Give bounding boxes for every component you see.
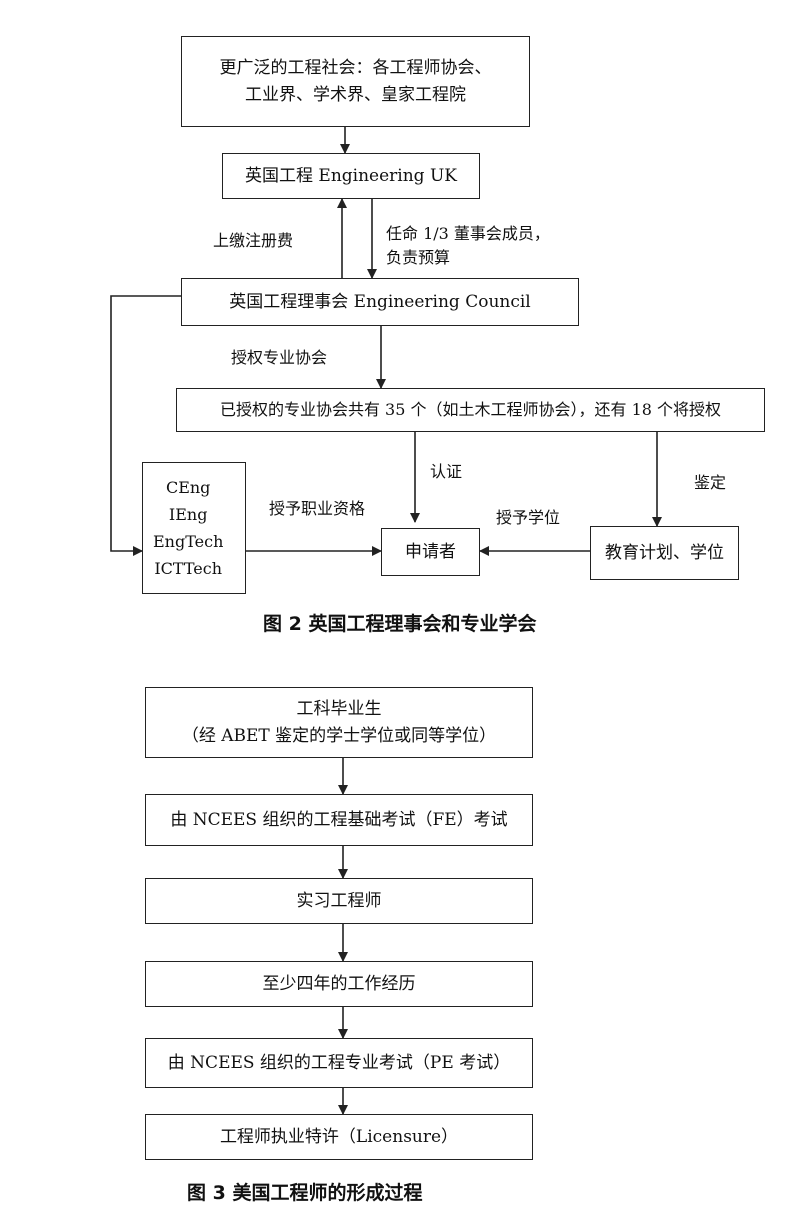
step-experience-label: 至少四年的工作经历 bbox=[262, 973, 416, 994]
step-licensure-box: 工程师执业特许（Licensure） bbox=[145, 1114, 533, 1160]
arrow-council-to-titles bbox=[110, 295, 181, 556]
appoint-label-line2: 负责预算 bbox=[386, 248, 451, 267]
wider-community-box: 更广泛的工程社会：各工程师协会、 工业界、学术界、皇家工程院 bbox=[181, 36, 530, 127]
engineering-uk-box: 英国工程 Engineering UK bbox=[222, 153, 480, 199]
step-graduate-box: 工科毕业生 （经 ABET 鉴定的学士学位或同等学位） bbox=[145, 687, 533, 758]
accredit-label: 鉴定 bbox=[694, 473, 727, 492]
fees-label: 上缴注册费 bbox=[213, 231, 294, 250]
step-pe-exam-label: 由 NCEES 组织的工程专业考试（PE 考试） bbox=[167, 1052, 511, 1073]
award-qualification-label: 授予职业资格 bbox=[269, 499, 366, 518]
figure3-caption: 图 3 美国工程师的形成过程 bbox=[187, 1182, 423, 1204]
figure2-caption: 图 2 英国工程理事会和专业学会 bbox=[263, 613, 537, 635]
engineering-uk-label: 英国工程 Engineering UK bbox=[245, 165, 457, 186]
license-label: 授权专业协会 bbox=[231, 348, 328, 367]
registration-titles-list: CEng IEng EngTech ICTTech bbox=[153, 474, 223, 582]
education-label: 教育计划、学位 bbox=[605, 542, 724, 563]
licensed-bodies-label: 已授权的专业协会共有 35 个（如土木工程师协会），还有 18 个将授权 bbox=[219, 399, 722, 419]
step-fe-exam-box: 由 NCEES 组织的工程基础考试（FE）考试 bbox=[145, 794, 533, 846]
wider-community-line2: 工业界、学术界、皇家工程院 bbox=[245, 84, 466, 105]
step-intern-box: 实习工程师 bbox=[145, 878, 533, 924]
appoint-label: 任命 1/3 董事会成员， 负责预算 bbox=[386, 222, 550, 270]
applicant-label: 申请者 bbox=[405, 541, 456, 562]
title-icttech: ICTTech bbox=[154, 559, 223, 578]
applicant-box: 申请者 bbox=[381, 528, 480, 576]
licensed-bodies-box: 已授权的专业协会共有 35 个（如土木工程师协会），还有 18 个将授权 bbox=[176, 388, 765, 432]
engineering-council-box: 英国工程理事会 Engineering Council bbox=[181, 278, 579, 326]
award-degree-label: 授予学位 bbox=[496, 508, 561, 527]
registration-titles-box: CEng IEng EngTech ICTTech bbox=[142, 462, 246, 594]
title-ieng: IEng bbox=[168, 505, 208, 524]
appoint-label-line1: 任命 1/3 董事会成员， bbox=[386, 224, 550, 243]
certify-label: 认证 bbox=[430, 462, 463, 481]
step-fe-exam-label: 由 NCEES 组织的工程基础考试（FE）考试 bbox=[170, 809, 508, 830]
step-experience-box: 至少四年的工作经历 bbox=[145, 961, 533, 1007]
step-graduate-line2: （经 ABET 鉴定的学士学位或同等学位） bbox=[181, 725, 497, 746]
step-intern-label: 实习工程师 bbox=[296, 890, 382, 911]
engineering-council-label: 英国工程理事会 Engineering Council bbox=[229, 291, 531, 312]
step-pe-exam-box: 由 NCEES 组织的工程专业考试（PE 考试） bbox=[145, 1038, 533, 1088]
title-engtech: EngTech bbox=[153, 532, 224, 551]
title-ceng: CEng bbox=[165, 478, 211, 497]
step-licensure-label: 工程师执业特许（Licensure） bbox=[219, 1126, 459, 1147]
education-box: 教育计划、学位 bbox=[590, 526, 739, 580]
step-graduate-line1: 工科毕业生 bbox=[296, 699, 382, 720]
wider-community-line1: 更广泛的工程社会：各工程师协会、 bbox=[219, 58, 492, 79]
